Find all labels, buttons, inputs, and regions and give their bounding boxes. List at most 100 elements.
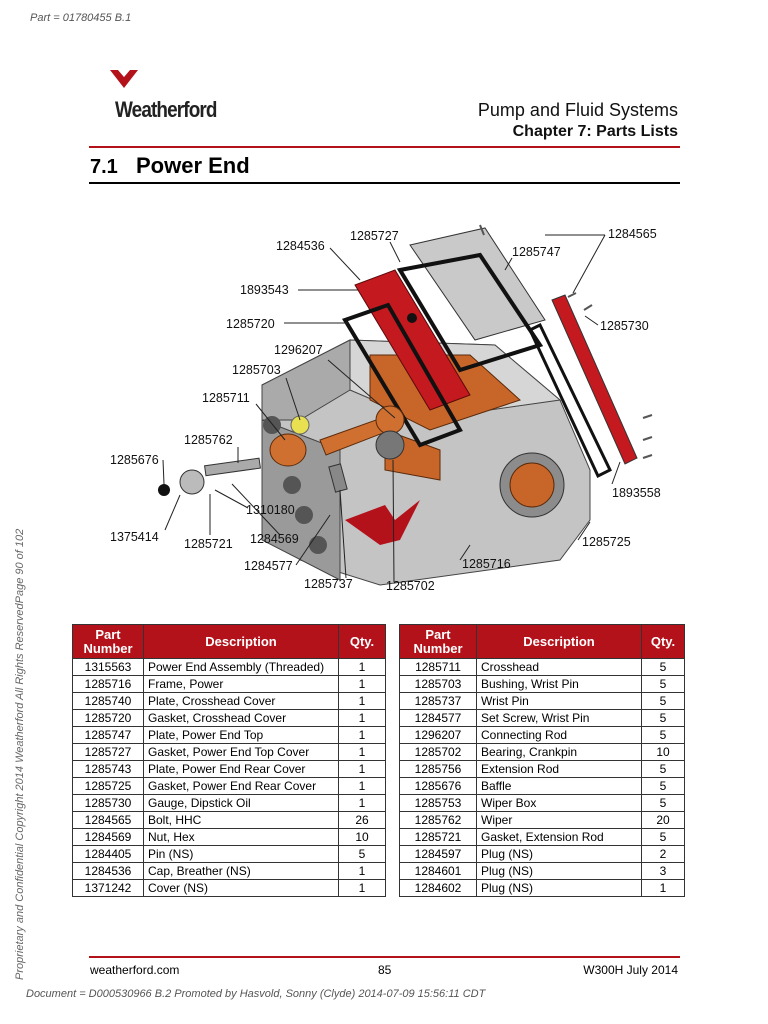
- qty-cell: 1: [338, 777, 386, 795]
- description-cell: Cover (NS): [143, 879, 339, 897]
- col-description: Description: [476, 624, 642, 659]
- part-number-cell: 1285756: [399, 760, 477, 778]
- section-number: 7.1: [90, 156, 118, 178]
- callout-1310180: 1310180: [246, 503, 295, 517]
- part-number-cell: 1315563: [72, 658, 144, 676]
- brand-name: Weatherford: [115, 97, 217, 122]
- description-cell: Power End Assembly (Threaded): [143, 658, 339, 676]
- callout-1285716: 1285716: [462, 557, 511, 571]
- weatherford-logo-icon: [110, 68, 138, 88]
- col-qty: Qty.: [641, 624, 685, 659]
- part-number-cell: 1285676: [399, 777, 477, 795]
- callout-1296207: 1296207: [274, 343, 323, 357]
- section-title: Power End: [136, 153, 250, 178]
- part-number-cell: 1285743: [72, 760, 144, 778]
- power-end-exploded-diagram: 1284536 1285727 1285747 1284565 1893543 …: [110, 224, 661, 593]
- document-note: Document = D000530966 B.2 Promoted by Ha…: [26, 988, 486, 1000]
- top-plate: [409, 227, 546, 341]
- part-number-cell: 1285725: [72, 777, 144, 795]
- part-number-cell: 1285716: [72, 675, 144, 693]
- crosshead: [269, 433, 307, 467]
- description-cell: Bolt, HHC: [143, 811, 339, 829]
- top-gasket: [396, 252, 544, 373]
- callout-1285737: 1285737: [304, 577, 353, 591]
- part-number-cell: 1285727: [72, 743, 144, 761]
- extension-rod: [204, 457, 261, 477]
- callout-1285711: 1285711: [202, 391, 250, 405]
- qty-cell: 5: [641, 709, 685, 727]
- part-number-cell: 1284536: [72, 862, 144, 880]
- part-number-cell: 1285721: [399, 828, 477, 846]
- description-cell: Plate, Power End Rear Cover: [143, 760, 339, 778]
- qty-cell: 5: [641, 658, 685, 676]
- wiper-box: [179, 469, 205, 495]
- description-cell: Crosshead: [476, 658, 642, 676]
- callout-1284536: 1284536: [276, 239, 325, 253]
- qty-cell: 1: [338, 675, 386, 693]
- qty-cell: 5: [641, 692, 685, 710]
- bearing: [375, 430, 405, 460]
- part-number-cell: 1284602: [399, 879, 477, 897]
- description-cell: Plug (NS): [476, 879, 642, 897]
- part-number-cell: 1371242: [72, 879, 144, 897]
- part-number-cell: 1284565: [72, 811, 144, 829]
- qty-cell: 2: [641, 845, 685, 863]
- description-cell: Gauge, Dipstick Oil: [143, 794, 339, 812]
- qty-cell: 1: [338, 794, 386, 812]
- qty-cell: 5: [641, 726, 685, 744]
- qty-cell: 5: [641, 675, 685, 693]
- callout-1285676: 1285676: [110, 453, 159, 467]
- baffle: [158, 484, 170, 496]
- section-divider: [89, 182, 680, 184]
- rear-gasket: [528, 322, 612, 479]
- part-number-cell: 1285762: [399, 811, 477, 829]
- col-description: Description: [143, 624, 339, 659]
- part-number-cell: 1285730: [72, 794, 144, 812]
- part-number-note: Part = 01780455 B.1: [30, 12, 132, 24]
- callout-1284577: 1284577: [244, 559, 293, 573]
- description-cell: Plug (NS): [476, 845, 642, 863]
- description-cell: Cap, Breather (NS): [143, 862, 339, 880]
- header-divider: [89, 146, 680, 148]
- description-cell: Gasket, Power End Top Cover: [143, 743, 339, 761]
- bore-3: [283, 476, 301, 494]
- part-number-cell: 1285720: [72, 709, 144, 727]
- qty-cell: 3: [641, 862, 685, 880]
- crosshead-gasket: [342, 302, 463, 448]
- qty-cell: 10: [641, 743, 685, 761]
- col-qty: Qty.: [338, 624, 386, 659]
- qty-cell: 5: [641, 794, 685, 812]
- rear-cover: [551, 294, 638, 465]
- description-cell: Plate, Power End Top: [143, 726, 339, 744]
- qty-cell: 5: [641, 828, 685, 846]
- part-number-cell: 1296207: [399, 726, 477, 744]
- description-cell: Nut, Hex: [143, 828, 339, 846]
- qty-cell: 10: [338, 828, 386, 846]
- qty-cell: 20: [641, 811, 685, 829]
- footer-doc-version: W300H July 2014: [583, 963, 678, 977]
- callout-1285725: 1285725: [582, 535, 631, 549]
- qty-cell: 1: [338, 760, 386, 778]
- qty-cell: 5: [641, 760, 685, 778]
- callout-1285730: 1285730: [600, 319, 649, 333]
- description-cell: Pin (NS): [143, 845, 339, 863]
